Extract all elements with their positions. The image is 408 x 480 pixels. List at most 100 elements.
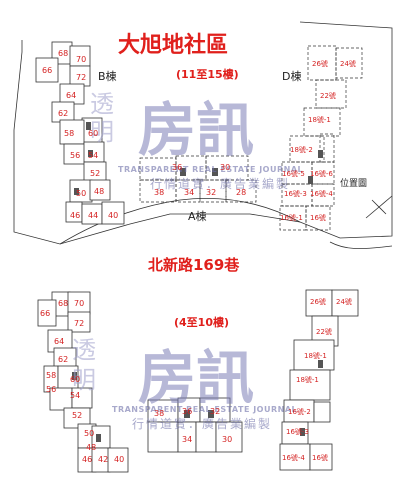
unit-label: 28 xyxy=(236,188,246,197)
unit-label: 34 xyxy=(182,435,192,444)
watermark-big: 房訊 xyxy=(138,96,254,164)
upper-a-unit-labels: 36 30 38 34 32 28 xyxy=(154,163,246,197)
unit-label: 22號 xyxy=(320,91,336,100)
unit-label: 70 xyxy=(74,299,84,308)
unit-label: 16號-2 xyxy=(288,407,311,416)
unit-label: 16號-5 xyxy=(282,169,305,178)
unit-label: 24號 xyxy=(340,59,356,68)
unit-label: 56 xyxy=(46,385,56,394)
unit-label: 46 xyxy=(82,455,92,464)
unit-label: 22號 xyxy=(316,327,332,336)
unit-label: 36 xyxy=(172,163,182,172)
block-b-building xyxy=(35,41,125,225)
unit-label: 16號 xyxy=(312,453,328,462)
watermark-big-2: 房訊 xyxy=(138,344,254,412)
lower-middle-unit-labels: 38 36 32 34 30 xyxy=(154,407,232,444)
unit-label: 16號-3 xyxy=(286,427,309,436)
unit-label: 70 xyxy=(76,55,86,64)
unit-label: 48 xyxy=(94,187,104,196)
watermark-chinese-2: 行情道實．廣告業編製 xyxy=(132,416,272,431)
upper-floors-label: (11至15樓) xyxy=(176,67,239,81)
watermark-chinese: 行情道實．廣告業編製 xyxy=(150,176,290,191)
unit-label: 18號-2 xyxy=(290,145,313,154)
lower-left-unit-labels: 68 70 66 72 64 62 60 58 56 54 52 50 48 4… xyxy=(40,299,124,464)
unit-label: 72 xyxy=(74,319,84,328)
unit-label: 40 xyxy=(114,455,124,464)
unit-label: 60 xyxy=(88,129,98,138)
unit-label: 56 xyxy=(70,151,80,160)
site-path-2 xyxy=(329,241,393,250)
unit-label: 66 xyxy=(42,66,52,75)
unit-label: 50 xyxy=(76,189,86,198)
road-label: 北新路169巷 xyxy=(148,256,240,274)
unit-label: 48 xyxy=(86,443,96,452)
unit-label: 40 xyxy=(108,211,118,220)
unit-label: 46 xyxy=(70,211,80,220)
unit-label: 36 xyxy=(182,407,192,416)
watermark-english: TRANSPARENT REAL ESTATE JOURNAL xyxy=(118,165,303,174)
unit-label: 52 xyxy=(90,169,100,178)
unit-label: 72 xyxy=(76,73,86,82)
unit-label: 18號-1 xyxy=(308,115,331,124)
unit-label: 66 xyxy=(40,309,50,318)
site-boundary-upper xyxy=(13,21,393,245)
lower-middle-wing xyxy=(147,397,243,453)
block-d-building xyxy=(279,45,363,231)
unit-label: 16號-3 xyxy=(284,189,307,198)
block-a-building xyxy=(139,155,257,203)
unit-label: 38 xyxy=(154,188,164,197)
unit-label: 32 xyxy=(206,188,216,197)
location-map-label: 位置圖 xyxy=(340,177,367,189)
unit-label: 18號-1 xyxy=(304,351,327,360)
unit-label: 62 xyxy=(58,109,68,118)
unit-label: 18號-1 xyxy=(296,375,319,384)
unit-label: 52 xyxy=(72,411,82,420)
lower-right-unit-labels: 26號 24號 22號 18號-1 18號-1 16號-2 16號-3 16號-… xyxy=(282,297,352,462)
unit-label: 58 xyxy=(64,129,74,138)
unit-label: 16號 xyxy=(310,213,326,222)
unit-label: 50 xyxy=(84,429,94,438)
unit-label: 34 xyxy=(184,188,194,197)
unit-label: 42 xyxy=(98,455,108,464)
block-d-label: D棟 xyxy=(282,69,301,83)
unit-label: 68 xyxy=(58,49,68,58)
lower-right-wing xyxy=(279,289,359,471)
unit-label: 26號 xyxy=(312,59,328,68)
unit-label: 62 xyxy=(58,355,68,364)
unit-label: 58 xyxy=(46,371,56,380)
unit-label: 16號-4 xyxy=(282,453,305,462)
watermark-side-bottom: 明 xyxy=(90,118,114,146)
watermark-side-top-2: 透 xyxy=(72,336,96,364)
site-path xyxy=(59,198,301,245)
unit-label: 68 xyxy=(58,299,68,308)
unit-label: 54 xyxy=(70,391,80,400)
north-arrow-icon xyxy=(365,195,393,219)
lower-plan xyxy=(37,289,359,473)
unit-label: 24號 xyxy=(336,297,352,306)
watermark: 透 明 房訊 TRANSPARENT REAL ESTATE JOURNAL 行… xyxy=(72,90,303,431)
unit-label: 64 xyxy=(66,91,76,100)
page-title: 大旭地社區 xyxy=(118,32,228,58)
unit-label: 32 xyxy=(210,407,220,416)
unit-label: 44 xyxy=(88,211,98,220)
unit-label: 64 xyxy=(54,337,64,346)
lower-floors-label: (4至10樓) xyxy=(174,315,229,329)
watermark-english-2: TRANSPARENT REAL ESTATE JOURNAL xyxy=(112,405,297,414)
watermark-side-top: 透 xyxy=(90,90,114,118)
unit-label: 30 xyxy=(222,435,232,444)
unit-label: 16號-6 xyxy=(310,169,333,178)
lower-left-wing xyxy=(37,291,129,473)
upper-d-unit-labels: 26號 24號 22號 18號-1 18號-2 16號-5 16號-6 16號-… xyxy=(280,59,356,222)
watermark-side-bottom-2: 明 xyxy=(72,366,96,394)
unit-label: 30 xyxy=(220,163,230,172)
block-a-label: A棟 xyxy=(188,209,207,223)
unit-label: 60 xyxy=(70,375,80,384)
block-b-label: B棟 xyxy=(98,69,117,83)
upper-plan xyxy=(13,21,393,250)
upper-b-unit-labels: 68 70 66 72 64 62 60 58 56 54 52 50 48 4… xyxy=(42,49,118,220)
unit-label: 54 xyxy=(88,151,98,160)
unit-label: 38 xyxy=(154,409,164,418)
unit-label: 16號-1 xyxy=(280,213,303,222)
unit-label: 26號 xyxy=(310,297,326,306)
